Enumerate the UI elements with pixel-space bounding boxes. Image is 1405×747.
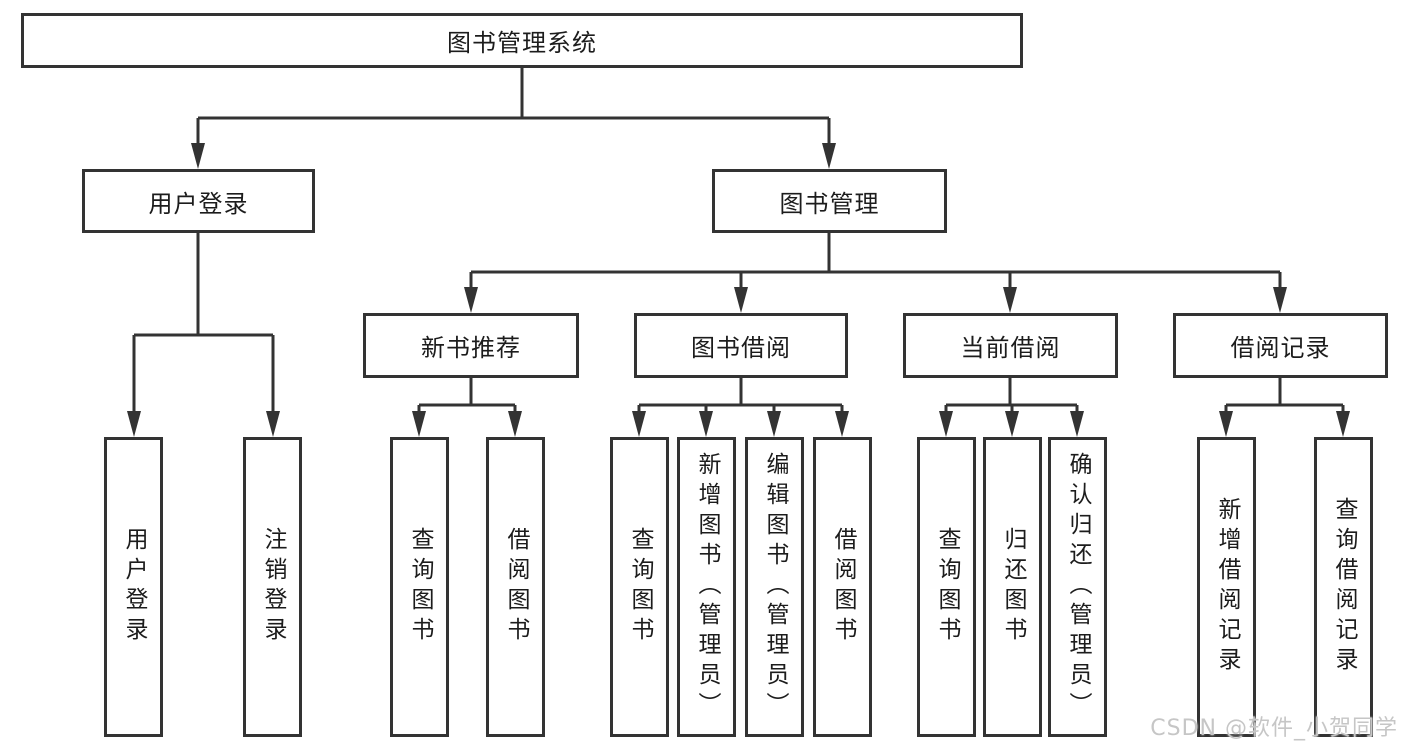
leaf-recommend-borrow-book: 借阅图书 [486, 437, 545, 737]
leaf-add-book-admin: 新增图书（管理员） [677, 437, 736, 737]
node-book-management-branch: 图书管理 [712, 169, 947, 233]
node-label: 借阅图书 [503, 527, 529, 647]
node-label: 编辑图书（管理员） [762, 452, 788, 722]
node-book-borrow: 图书借阅 [634, 313, 848, 378]
leaf-add-borrow-record: 新增借阅记录 [1197, 437, 1256, 737]
leaf-borrow-book: 借阅图书 [813, 437, 872, 737]
connector-current-to-leaves [939, 378, 1084, 437]
node-label: 新增图书（管理员） [694, 452, 720, 722]
connector-record-to-leaves [1219, 378, 1350, 437]
node-user-login-branch: 用户登录 [82, 169, 315, 233]
leaf-query-borrow-record: 查询借阅记录 [1314, 437, 1373, 737]
leaf-borrow-query-book: 查询图书 [610, 437, 669, 737]
node-label: 新书推荐 [421, 334, 521, 362]
leaf-logout: 注销登录 [243, 437, 302, 737]
connector-borrow-to-leaves [632, 378, 849, 437]
node-label: 用户登录 [121, 527, 147, 647]
node-label: 图书借阅 [691, 334, 791, 362]
node-label: 图书管理 [779, 189, 880, 218]
csdn-watermark: CSDN @软件_小贺同学 [1150, 716, 1398, 741]
node-borrow-record: 借阅记录 [1173, 313, 1388, 378]
leaf-recommend-query-book: 查询图书 [390, 437, 449, 737]
connector-recommend-to-leaves [412, 378, 522, 437]
connector-root-to-level2 [191, 68, 836, 169]
node-label: 用户登录 [148, 189, 249, 218]
leaf-user-login: 用户登录 [104, 437, 163, 737]
node-label: 借阅图书 [830, 527, 856, 647]
node-label: 借阅记录 [1230, 334, 1331, 362]
node-label: 当前借阅 [960, 334, 1061, 362]
node-label: 查询图书 [407, 527, 433, 647]
connector-login-to-leaves [127, 233, 280, 437]
node-label: 新增借阅记录 [1214, 497, 1240, 677]
node-label: 图书管理系统 [447, 29, 597, 57]
node-label: 查询图书 [627, 527, 653, 647]
connector-mgmt-to-level3 [464, 233, 1287, 313]
node-label: 确认归还（管理员） [1065, 452, 1091, 722]
node-label: 查询借阅记录 [1331, 497, 1357, 677]
node-label: 注销登录 [260, 527, 286, 647]
node-label: 归还图书 [1000, 527, 1026, 647]
node-current-borrow: 当前借阅 [903, 313, 1118, 378]
node-system-root: 图书管理系统 [21, 13, 1023, 68]
node-label: 查询图书 [934, 527, 960, 647]
leaf-return-book: 归还图书 [983, 437, 1042, 737]
leaf-confirm-return-admin: 确认归还（管理员） [1048, 437, 1107, 737]
leaf-edit-book-admin: 编辑图书（管理员） [745, 437, 804, 737]
node-new-book-recommend: 新书推荐 [363, 313, 579, 378]
leaf-current-query-book: 查询图书 [917, 437, 976, 737]
